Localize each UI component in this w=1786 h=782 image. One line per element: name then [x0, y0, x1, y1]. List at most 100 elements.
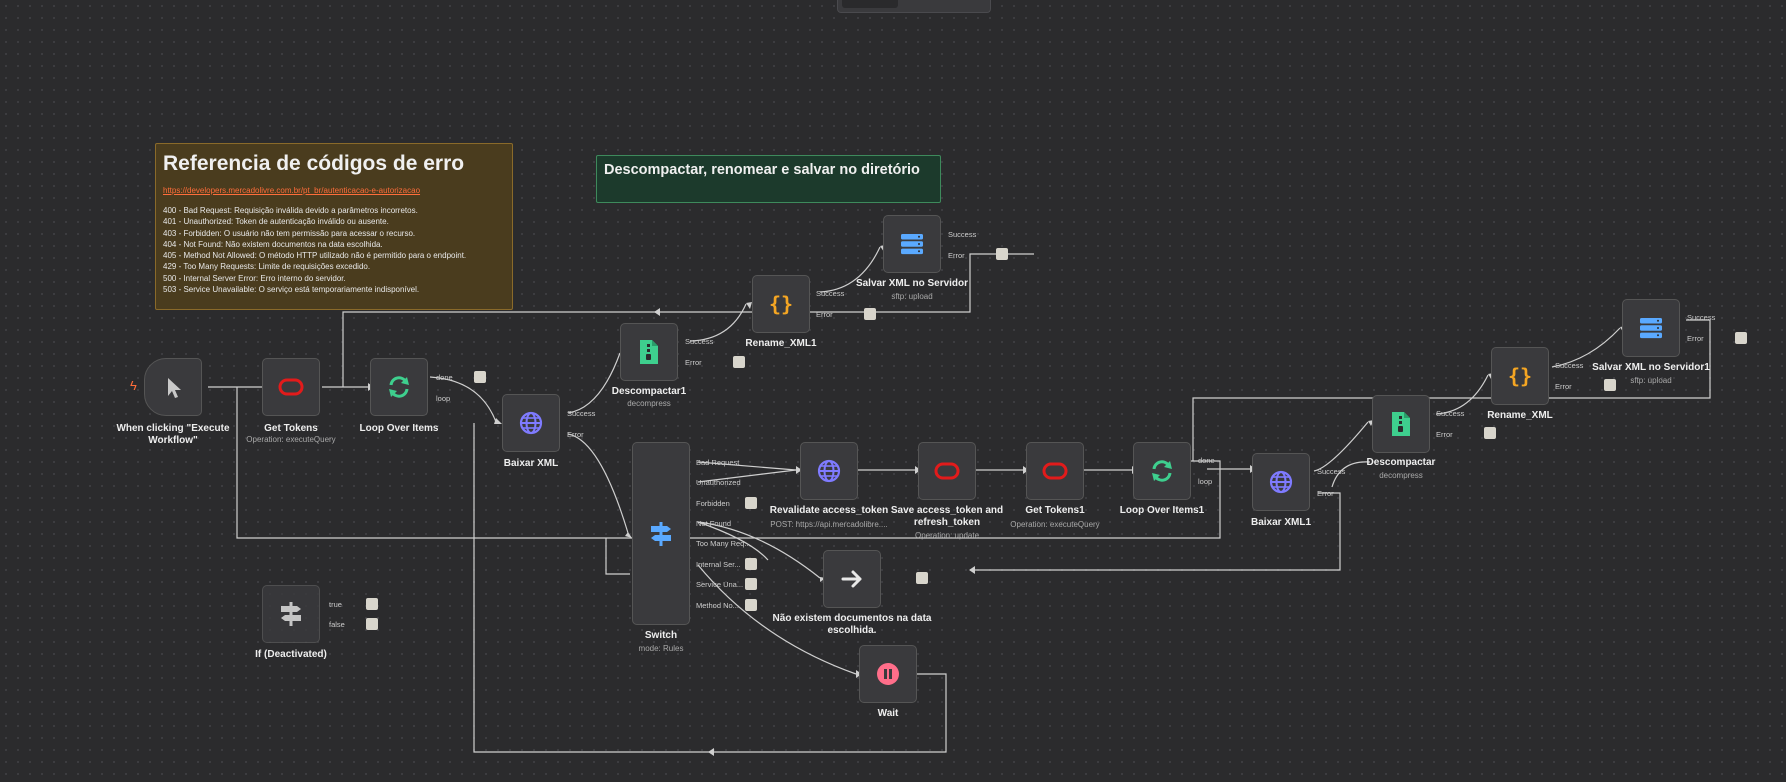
node-switch[interactable] [632, 442, 690, 625]
server-icon [1640, 318, 1662, 339]
node-wait[interactable] [859, 645, 917, 703]
node-salvar-xml-servidor[interactable] [883, 215, 941, 273]
signpost-icon [651, 521, 671, 546]
node-label: Rename_XML [1487, 410, 1553, 421]
add-node-button[interactable] [745, 599, 757, 611]
svg-text:{}: {} [769, 292, 793, 316]
add-node-button[interactable] [916, 572, 928, 584]
port-label-false: false [329, 620, 345, 629]
port-label-success: Success [1555, 361, 1584, 370]
oracle-icon [278, 378, 304, 396]
add-node-button[interactable] [1484, 427, 1496, 439]
node-salvar-xml-servidor1[interactable] [1622, 299, 1680, 357]
node-rename-xml1[interactable]: {} [752, 275, 810, 333]
error-code-line: 500 - Internal Server Error: Erro intern… [163, 273, 346, 283]
node-subtitle: POST: https://api.mercadolibre.... [770, 520, 888, 529]
docs-link[interactable]: https://developers.mercadolivre.com.br/p… [163, 186, 421, 195]
add-node-button[interactable] [366, 618, 378, 630]
node-label: Não existem documentos na data escolhida… [772, 613, 932, 636]
node-nao-existem-documentos[interactable] [823, 550, 881, 608]
add-node-button[interactable] [996, 248, 1008, 260]
add-node-button[interactable] [366, 598, 378, 610]
node-subtitle: Operation: executeQuery [1010, 520, 1100, 529]
port-label-method: Method No... [696, 601, 739, 610]
node-subtitle: decompress [627, 399, 671, 408]
node-revalidate-access-token[interactable] [800, 442, 858, 500]
node-label: Baixar XML [503, 458, 559, 469]
sticky-note-unzip[interactable]: Descompactar, renomear e salvar no diret… [596, 155, 941, 203]
node-subtitle: sftp: upload [1630, 376, 1672, 385]
toolbar-handle[interactable] [842, 0, 898, 8]
node-manual-trigger[interactable] [144, 358, 202, 416]
node-label: Descompactar [1366, 457, 1436, 468]
port-label-internal: Internal Ser... [696, 560, 741, 569]
node-rename-xml[interactable]: {} [1491, 347, 1549, 405]
error-code-line: 401 - Unauthorized: Token de autenticaçã… [163, 217, 389, 227]
braces-icon: {} [769, 292, 793, 316]
trigger-bolt-icon: ϟ [130, 378, 137, 393]
port-label-true: true [329, 600, 342, 609]
sticky-note-error-codes[interactable]: Referencia de códigos de erro https://de… [155, 143, 513, 310]
zip-file-icon [640, 340, 658, 364]
error-code-line: 429 - Too Many Requests: Limite de requi… [163, 262, 371, 272]
node-save-access-token[interactable] [918, 442, 976, 500]
add-node-button[interactable] [864, 308, 876, 320]
node-label: Wait [877, 708, 899, 719]
node-loop-over-items[interactable] [370, 358, 428, 416]
braces-icon: {} [1508, 364, 1532, 388]
add-node-button[interactable] [1604, 379, 1616, 391]
node-baixar-xml1[interactable] [1252, 453, 1310, 511]
node-loop-over-items1[interactable] [1133, 442, 1191, 500]
arrow-right-icon [841, 570, 862, 588]
top-toolbar[interactable] [837, 0, 991, 13]
node-subtitle: decompress [1379, 471, 1423, 480]
server-icon [901, 234, 923, 255]
error-code-line: 400 - Bad Request: Requisição inválida d… [163, 206, 418, 215]
pause-icon [877, 663, 899, 685]
port-label-loop: loop [1198, 477, 1213, 486]
port-label-unauthorized: Unauthorized [696, 478, 741, 487]
port-label-error: Error [1555, 382, 1572, 391]
port-label-success: Success [1317, 467, 1346, 476]
node-label: Salvar XML no Servidor [855, 278, 969, 289]
node-baixar-xml[interactable] [502, 394, 560, 452]
add-node-button[interactable] [745, 578, 757, 590]
port-label-error: Error [1687, 334, 1704, 343]
add-node-button[interactable] [745, 497, 757, 509]
port-label-error: Error [685, 358, 702, 367]
port-label-bad-request: Bad Request [696, 458, 740, 467]
sticky-title: Referencia de códigos de erro [163, 152, 465, 175]
node-label: Switch [644, 630, 678, 641]
add-node-button[interactable] [745, 558, 757, 570]
oracle-icon [934, 462, 960, 480]
node-subtitle: mode: Rules [638, 644, 684, 653]
add-node-button[interactable] [733, 356, 745, 368]
port-label-success: Success [1436, 409, 1465, 418]
port-label-success: Success [685, 337, 714, 346]
cursor-icon [168, 378, 181, 398]
node-subtitle: Operation: executeQuery [246, 435, 336, 444]
node-get-tokens[interactable] [262, 358, 320, 416]
node-label: Get Tokens1 [1025, 505, 1085, 516]
port-label-error: Error [948, 251, 965, 260]
node-label: Save access_token and refresh_token [890, 505, 1004, 528]
error-code-line: 404 - Not Found: Não existem documentos … [163, 239, 383, 249]
node-label: Rename_XML1 [745, 338, 817, 349]
node-get-tokens1[interactable] [1026, 442, 1084, 500]
node-label: Revalidate access_token [769, 505, 889, 516]
add-node-button[interactable] [1735, 332, 1747, 344]
node-descompactar1[interactable] [620, 323, 678, 381]
node-subtitle: sftp: upload [891, 292, 933, 301]
port-label-error: Error [1317, 489, 1334, 498]
node-label: Salvar XML no Servidor1 [1592, 362, 1710, 373]
node-label: Get Tokens [264, 423, 318, 434]
node-subtitle: Operation: update [914, 531, 980, 540]
globe-icon [1269, 470, 1293, 494]
port-label-done: done [436, 373, 453, 382]
port-label-done: done [1198, 456, 1215, 465]
globe-icon [519, 411, 543, 435]
add-node-button[interactable] [474, 371, 486, 383]
node-descompactar[interactable] [1372, 395, 1430, 453]
node-if-deactivated[interactable] [262, 585, 320, 643]
